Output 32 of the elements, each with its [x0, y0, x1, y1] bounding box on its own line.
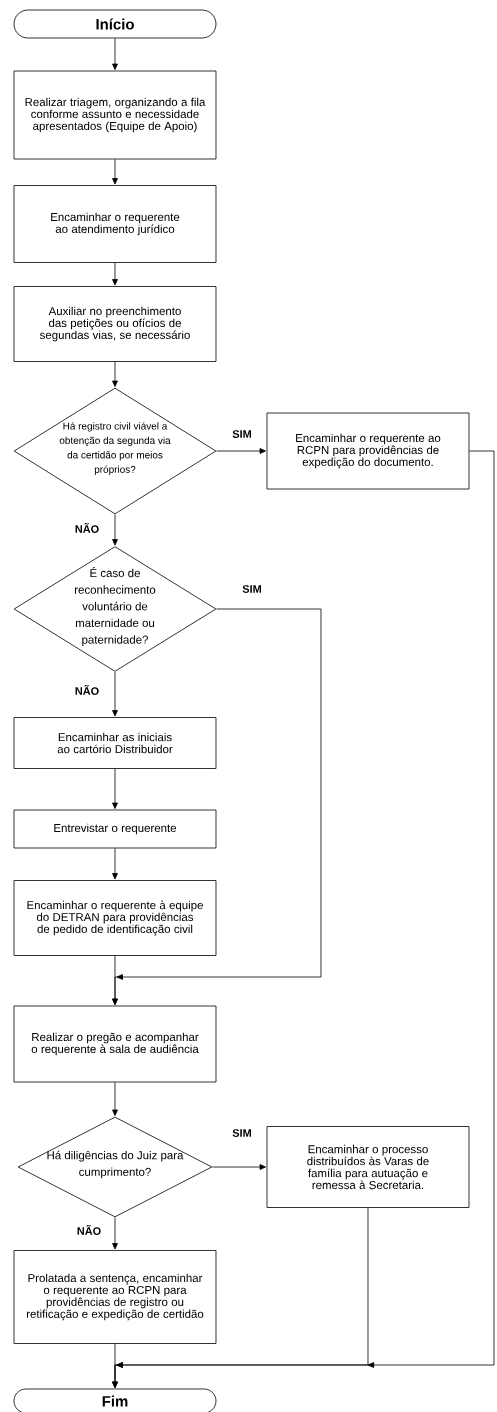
- arrow: [112, 848, 118, 880]
- process-box: Encaminhar as iniciais ao cartório Distribuidor: [13, 717, 217, 769]
- edge-label: NÃO: [75, 1224, 103, 1236]
- arrow: [112, 1217, 118, 1250]
- arrow: [112, 1082, 118, 1116]
- process-box: Encaminhar o processo distribuídos às Varas de família para autuação e remessa à Secretaria.: [266, 1126, 470, 1208]
- arrow: [216, 448, 266, 454]
- process-box: Encaminhar o requerente ao RCPN para providências de expedição do documento.: [266, 412, 470, 490]
- arrow: [112, 955, 118, 1005]
- arrow: [212, 1164, 266, 1170]
- arrow: [112, 159, 118, 185]
- process-box: Realizar o pregão e acompanhar o requerente à sala de audiência: [13, 1005, 217, 1083]
- edge-label: SIM: [231, 1128, 253, 1138]
- edge-label: SIM: [231, 429, 253, 439]
- terminator: Início: [13, 9, 217, 39]
- process-box: Encaminhar o requerente à equipe do DETRAN para providências de pedido de identificação civil: [13, 880, 217, 956]
- process-box: Auxiliar no preenchimento das petições ou ofícios de segundas vias, se necessário: [13, 286, 217, 362]
- process-box: Encaminhar o requerente ao atendimento jurídico: [13, 185, 217, 263]
- arrow: [112, 38, 118, 70]
- arrow: [112, 450, 495, 1388]
- arrow: [112, 262, 118, 286]
- arrow: [112, 514, 118, 546]
- arrow: [112, 361, 118, 387]
- process-box: Prolatada a sentença, encaminhar o requerente ao RCPN para providências de registro ou retificação e expedição de certidão: [13, 1250, 217, 1344]
- process-box: Realizar triagem, organizando a fila conforme assunto e necessidade apresentados (Equipe de Apoio): [13, 70, 217, 160]
- process-box: Entrevistar o requerente: [13, 809, 217, 849]
- edge-label: SIM: [241, 584, 263, 594]
- terminator: Fim: [13, 1388, 217, 1412]
- arrow: [112, 671, 118, 717]
- edge-label: NÃO: [73, 522, 101, 534]
- edge-label: NÃO: [73, 684, 101, 696]
- arrow: [112, 768, 118, 809]
